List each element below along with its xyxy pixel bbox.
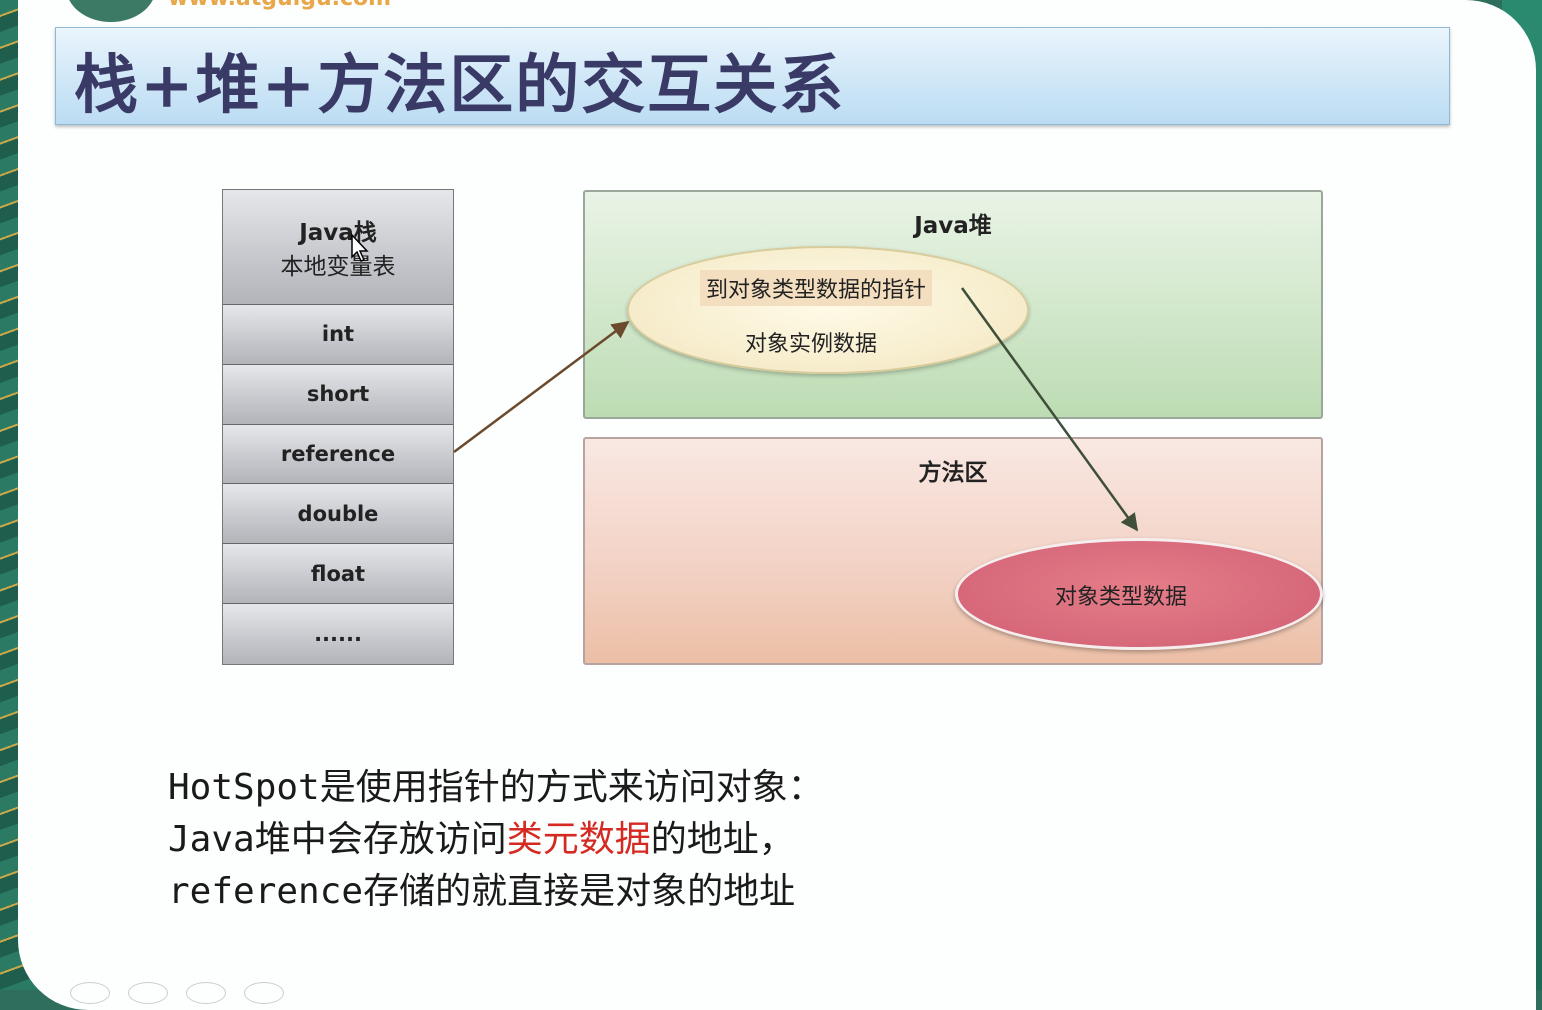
description-line-2: Java堆中会存放访问类元数据的地址， [168, 814, 824, 866]
stack-header: Java栈 本地变量表 [223, 190, 453, 305]
stack-row-float: float [223, 544, 453, 605]
stack-subtitle: 本地变量表 [280, 253, 396, 280]
description-line-1: HotSpot是使用指针的方式来访问对象： [168, 767, 824, 808]
stack-row-more: ...... [223, 604, 453, 664]
description-line-3: reference存储的就直接是对象的地址 [168, 871, 796, 912]
instance-data-label: 对象实例数据 [745, 332, 878, 357]
logo-url: www.atguigu.com [168, 0, 391, 11]
cursor-icon [351, 233, 369, 262]
nav-dot[interactable] [244, 982, 284, 1004]
description: HotSpot是使用指针的方式来访问对象： Java堆中会存放访问类元数据的地址… [168, 762, 824, 918]
nav-dot[interactable] [128, 982, 168, 1004]
type-data-ellipse [955, 538, 1323, 650]
method-area-title: 方法区 [918, 460, 988, 486]
stack-row-int: int [223, 304, 453, 365]
nav-dot[interactable] [70, 982, 110, 1004]
page-title: 栈+堆+方法区的交互关系 [74, 48, 846, 123]
type-data-label: 对象类型数据 [1055, 585, 1188, 610]
logo [66, 0, 156, 22]
heap-title: Java堆 [914, 213, 992, 239]
description-line-2-suffix: 的地址， [650, 819, 795, 860]
nav-dot[interactable] [186, 982, 226, 1004]
stack-row-short: short [223, 364, 453, 425]
description-line-2-prefix: Java堆中会存放访问 [168, 819, 507, 860]
description-highlight: 类元数据 [506, 819, 651, 860]
stack-title: Java栈 [299, 219, 377, 246]
slide-nav-dots [70, 982, 370, 1004]
pointer-label: 到对象类型数据的指针 [700, 270, 933, 306]
java-stack: Java栈 本地变量表 int short reference double f… [222, 189, 454, 665]
title-bar: 栈+堆+方法区的交互关系 [55, 27, 1450, 125]
stack-row-reference: reference [223, 424, 453, 485]
stack-row-double: double [223, 484, 453, 545]
